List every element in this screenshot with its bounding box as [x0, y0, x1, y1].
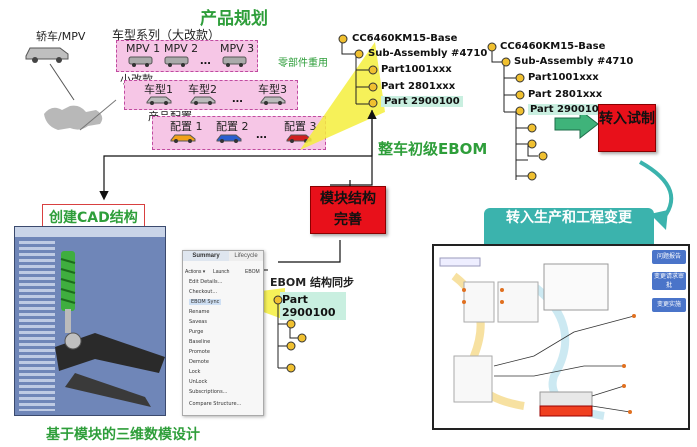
sedan-icon — [190, 96, 216, 105]
ellipsis: ... — [200, 52, 211, 67]
config-slot-2: 配置 2 — [216, 120, 249, 133]
sedan-icon — [146, 96, 172, 105]
node-icon — [368, 65, 378, 75]
node-icon — [286, 363, 296, 373]
cad-toolbar — [15, 227, 165, 237]
menu-item[interactable]: Checkout... — [189, 289, 218, 295]
menu-item-ebom-sync[interactable]: EBOM Sync — [189, 299, 222, 305]
node-icon — [501, 57, 511, 67]
create-cad-label: 创建CAD结构 — [42, 204, 145, 230]
model-row — [124, 80, 298, 110]
change-request-button[interactable]: 变更请求审批 — [652, 272, 686, 290]
issue-report-button[interactable]: 问题报告 — [652, 250, 686, 264]
menu-item[interactable]: Baseline — [189, 339, 211, 345]
vehicle-type-label: 轿车/MPV — [36, 30, 86, 43]
menu-item[interactable]: Edit Details... — [189, 279, 223, 285]
node-icon — [538, 151, 548, 161]
menu-item[interactable]: UnLock — [189, 379, 208, 385]
module-structure-box: 模块结构完善 — [310, 186, 386, 234]
parts-reuse-label: 零部件重用 — [278, 58, 328, 69]
mpv-icon — [164, 56, 189, 67]
node-icon — [515, 106, 525, 116]
sync-part-label: Part 2900100 — [280, 292, 346, 320]
series-label: 车型系列（大改款） — [112, 28, 221, 42]
menu-item[interactable]: Saveas — [189, 319, 207, 325]
change-implement-button[interactable]: 变更实施 — [652, 298, 686, 312]
right-tree-part: Part1001xxx — [528, 72, 599, 83]
config-slot-3: 配置 3 — [284, 120, 317, 133]
mid-tree-lines — [341, 40, 370, 105]
tab-summary[interactable]: Summary — [183, 251, 229, 261]
node-icon — [527, 171, 537, 181]
model-slot-2: 车型2 — [188, 83, 217, 96]
sync-tree-lines — [277, 300, 300, 369]
sedan-icon — [260, 96, 286, 105]
node-icon — [527, 123, 537, 133]
ellipsis: ... — [256, 126, 267, 141]
node-icon — [527, 139, 537, 149]
node-icon — [368, 82, 378, 92]
config-row — [152, 116, 326, 150]
mpv-slot-3: MPV 3 — [220, 42, 255, 55]
node-icon — [515, 73, 525, 83]
car-icon — [25, 47, 69, 63]
menu-item[interactable]: Compare Structure... — [189, 401, 242, 407]
tree-sub-label: Sub-Assembly #4710 — [368, 48, 488, 59]
node-icon — [297, 333, 307, 343]
tab-lifecycle[interactable]: Lifecycle — [229, 251, 263, 261]
launch-button[interactable]: Launch — [213, 269, 230, 275]
actions-dropdown[interactable]: Actions ▾ — [185, 269, 206, 275]
tree-part-label: Part 2900100 — [381, 96, 463, 107]
workflow-panel: 问题报告 变更请求审批 变更实施 — [432, 244, 690, 430]
model-slot-3: 车型3 — [258, 83, 287, 96]
node-icon — [368, 98, 378, 108]
mpv-icon — [128, 56, 153, 67]
suspension-model — [55, 251, 165, 407]
workflow-diagram — [439, 257, 636, 420]
config-car-icon — [216, 134, 242, 143]
tree-part-label: Part1001xxx — [381, 64, 452, 75]
ebom-sync-label: EBOM 结构同步 — [270, 276, 355, 289]
mpv-icon — [222, 56, 247, 67]
right-tree-lines — [491, 48, 538, 180]
ellipsis: ... — [232, 90, 243, 105]
menu-item[interactable]: Rename — [189, 309, 210, 315]
model-slot-1: 车型1 — [144, 83, 173, 96]
right-tree-part: Part 2900100 — [528, 104, 608, 115]
node-icon — [286, 341, 296, 351]
initial-ebom-label: 整车初级EBOM — [378, 140, 488, 158]
node-icon — [338, 34, 348, 44]
bottom-caption: 基于模块的三维数模设计 — [46, 427, 200, 443]
config-car-icon — [170, 134, 196, 143]
right-tree-sub: Sub-Assembly #4710 — [514, 56, 634, 67]
right-tree-part: Part 2801xxx — [528, 89, 603, 100]
menu-item[interactable]: Demote — [189, 359, 209, 365]
cad-tree-panel — [19, 241, 55, 411]
product-planning-title: 产品规划 — [200, 9, 268, 29]
tree-root-label: CC6460KM15-Base — [352, 33, 458, 44]
node-icon — [273, 295, 283, 305]
menu-item[interactable]: Lock — [189, 369, 201, 375]
transfer-trial-box: 转入试制 — [598, 104, 656, 152]
menu-item[interactable]: Subscriptions... — [189, 389, 228, 395]
tree-part-label: Part 2801xxx — [381, 81, 456, 92]
cad-actions-panel: Summary Lifecycle Actions ▾ Launch EBOM … — [182, 250, 264, 416]
node-icon — [515, 90, 525, 100]
mpv-slot-1: MPV 1 — [126, 42, 161, 55]
node-icon — [487, 42, 497, 52]
transfer-production-box: 转入生产和工程变更 — [484, 208, 654, 244]
menu-item[interactable]: Promote — [189, 349, 210, 355]
mpv-row — [116, 40, 258, 72]
menu-item[interactable]: Purge — [189, 329, 204, 335]
config-slot-1: 配置 1 — [170, 120, 203, 133]
ebom-label[interactable]: EBOM — [245, 269, 260, 275]
node-icon — [354, 49, 364, 59]
node-icon — [286, 319, 296, 329]
right-tree-root: CC6460KM15-Base — [500, 41, 606, 52]
cad-screenshot — [14, 226, 166, 416]
mpv-slot-2: MPV 2 — [164, 42, 199, 55]
